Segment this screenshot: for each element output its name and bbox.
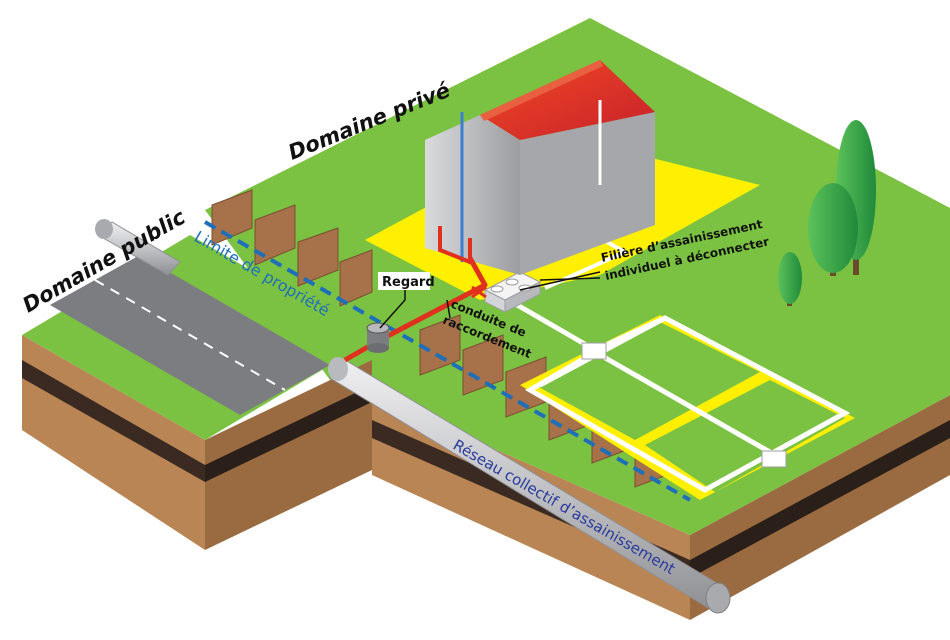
public-plot (22, 235, 372, 550)
public-dark-band-front (205, 385, 372, 482)
leader-lines (379, 271, 601, 329)
trees (778, 120, 876, 306)
house (425, 60, 655, 275)
regard-label-box (378, 272, 430, 290)
house-roof (480, 60, 655, 140)
house-gable-wall (425, 115, 520, 275)
disconnect-cross-icon (471, 285, 487, 299)
house-roof-edge (480, 60, 603, 121)
private-dark-band-front (690, 420, 950, 578)
road-center-line (94, 279, 286, 391)
connection-pipe (343, 256, 488, 363)
property-limit-line (204, 220, 691, 502)
regard-label: Regard (382, 275, 435, 290)
distribution-box-2 (761, 450, 787, 468)
public-dark-band-left (22, 360, 205, 482)
house-internal-red-pipe (438, 226, 472, 265)
public-sewer-pipe (95, 219, 731, 614)
septic-tank (483, 271, 542, 313)
distribution-box-1 (581, 342, 607, 360)
regard-manhole (366, 322, 390, 353)
house-side-wall (520, 112, 655, 275)
